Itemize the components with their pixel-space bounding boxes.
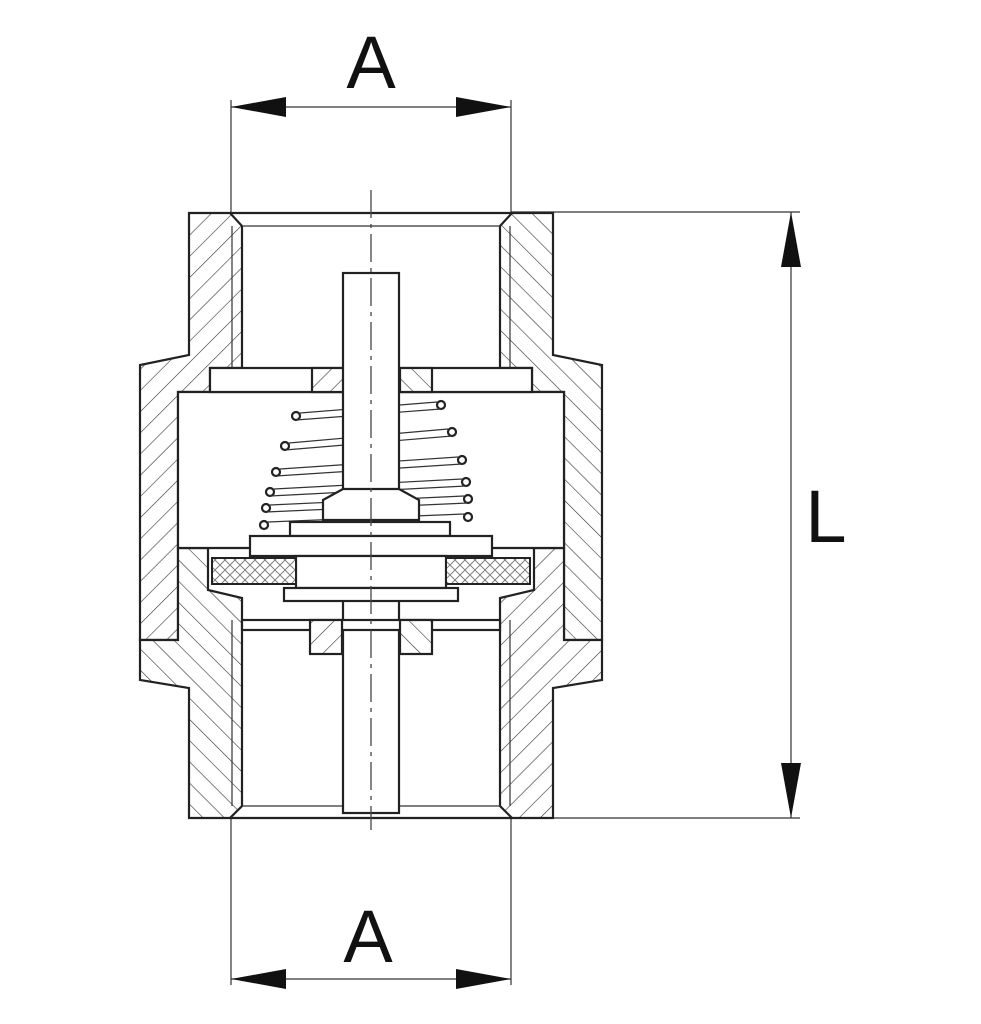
top-arrow-left [231, 97, 286, 117]
top-dimension: A [230, 21, 512, 212]
bottom-arrow-right [456, 969, 511, 989]
body-right-lower-wall [498, 546, 604, 820]
length-arrow-bottom [781, 763, 801, 818]
spring-right-coils [435, 399, 474, 523]
upper-guide-lug-left [310, 366, 346, 394]
seal-ring-left [211, 557, 297, 585]
seal-ring-right [445, 557, 531, 585]
top-arrow-right [456, 97, 511, 117]
disc-washer-upper [288, 520, 452, 538]
length-dimension-label: L [805, 475, 846, 558]
bottom-dimension-label: A [343, 895, 393, 978]
upper-guide-lug-right [398, 366, 434, 394]
bottom-arrow-left [231, 969, 286, 989]
lower-guide-lug-left [308, 618, 344, 656]
lower-guide-lug-right [398, 618, 434, 656]
length-arrow-top [781, 212, 801, 267]
top-dimension-label: A [346, 21, 396, 104]
body-left-lower-wall [138, 546, 244, 820]
length-dimension: L [511, 211, 847, 819]
bottom-dimension: A [230, 818, 512, 989]
